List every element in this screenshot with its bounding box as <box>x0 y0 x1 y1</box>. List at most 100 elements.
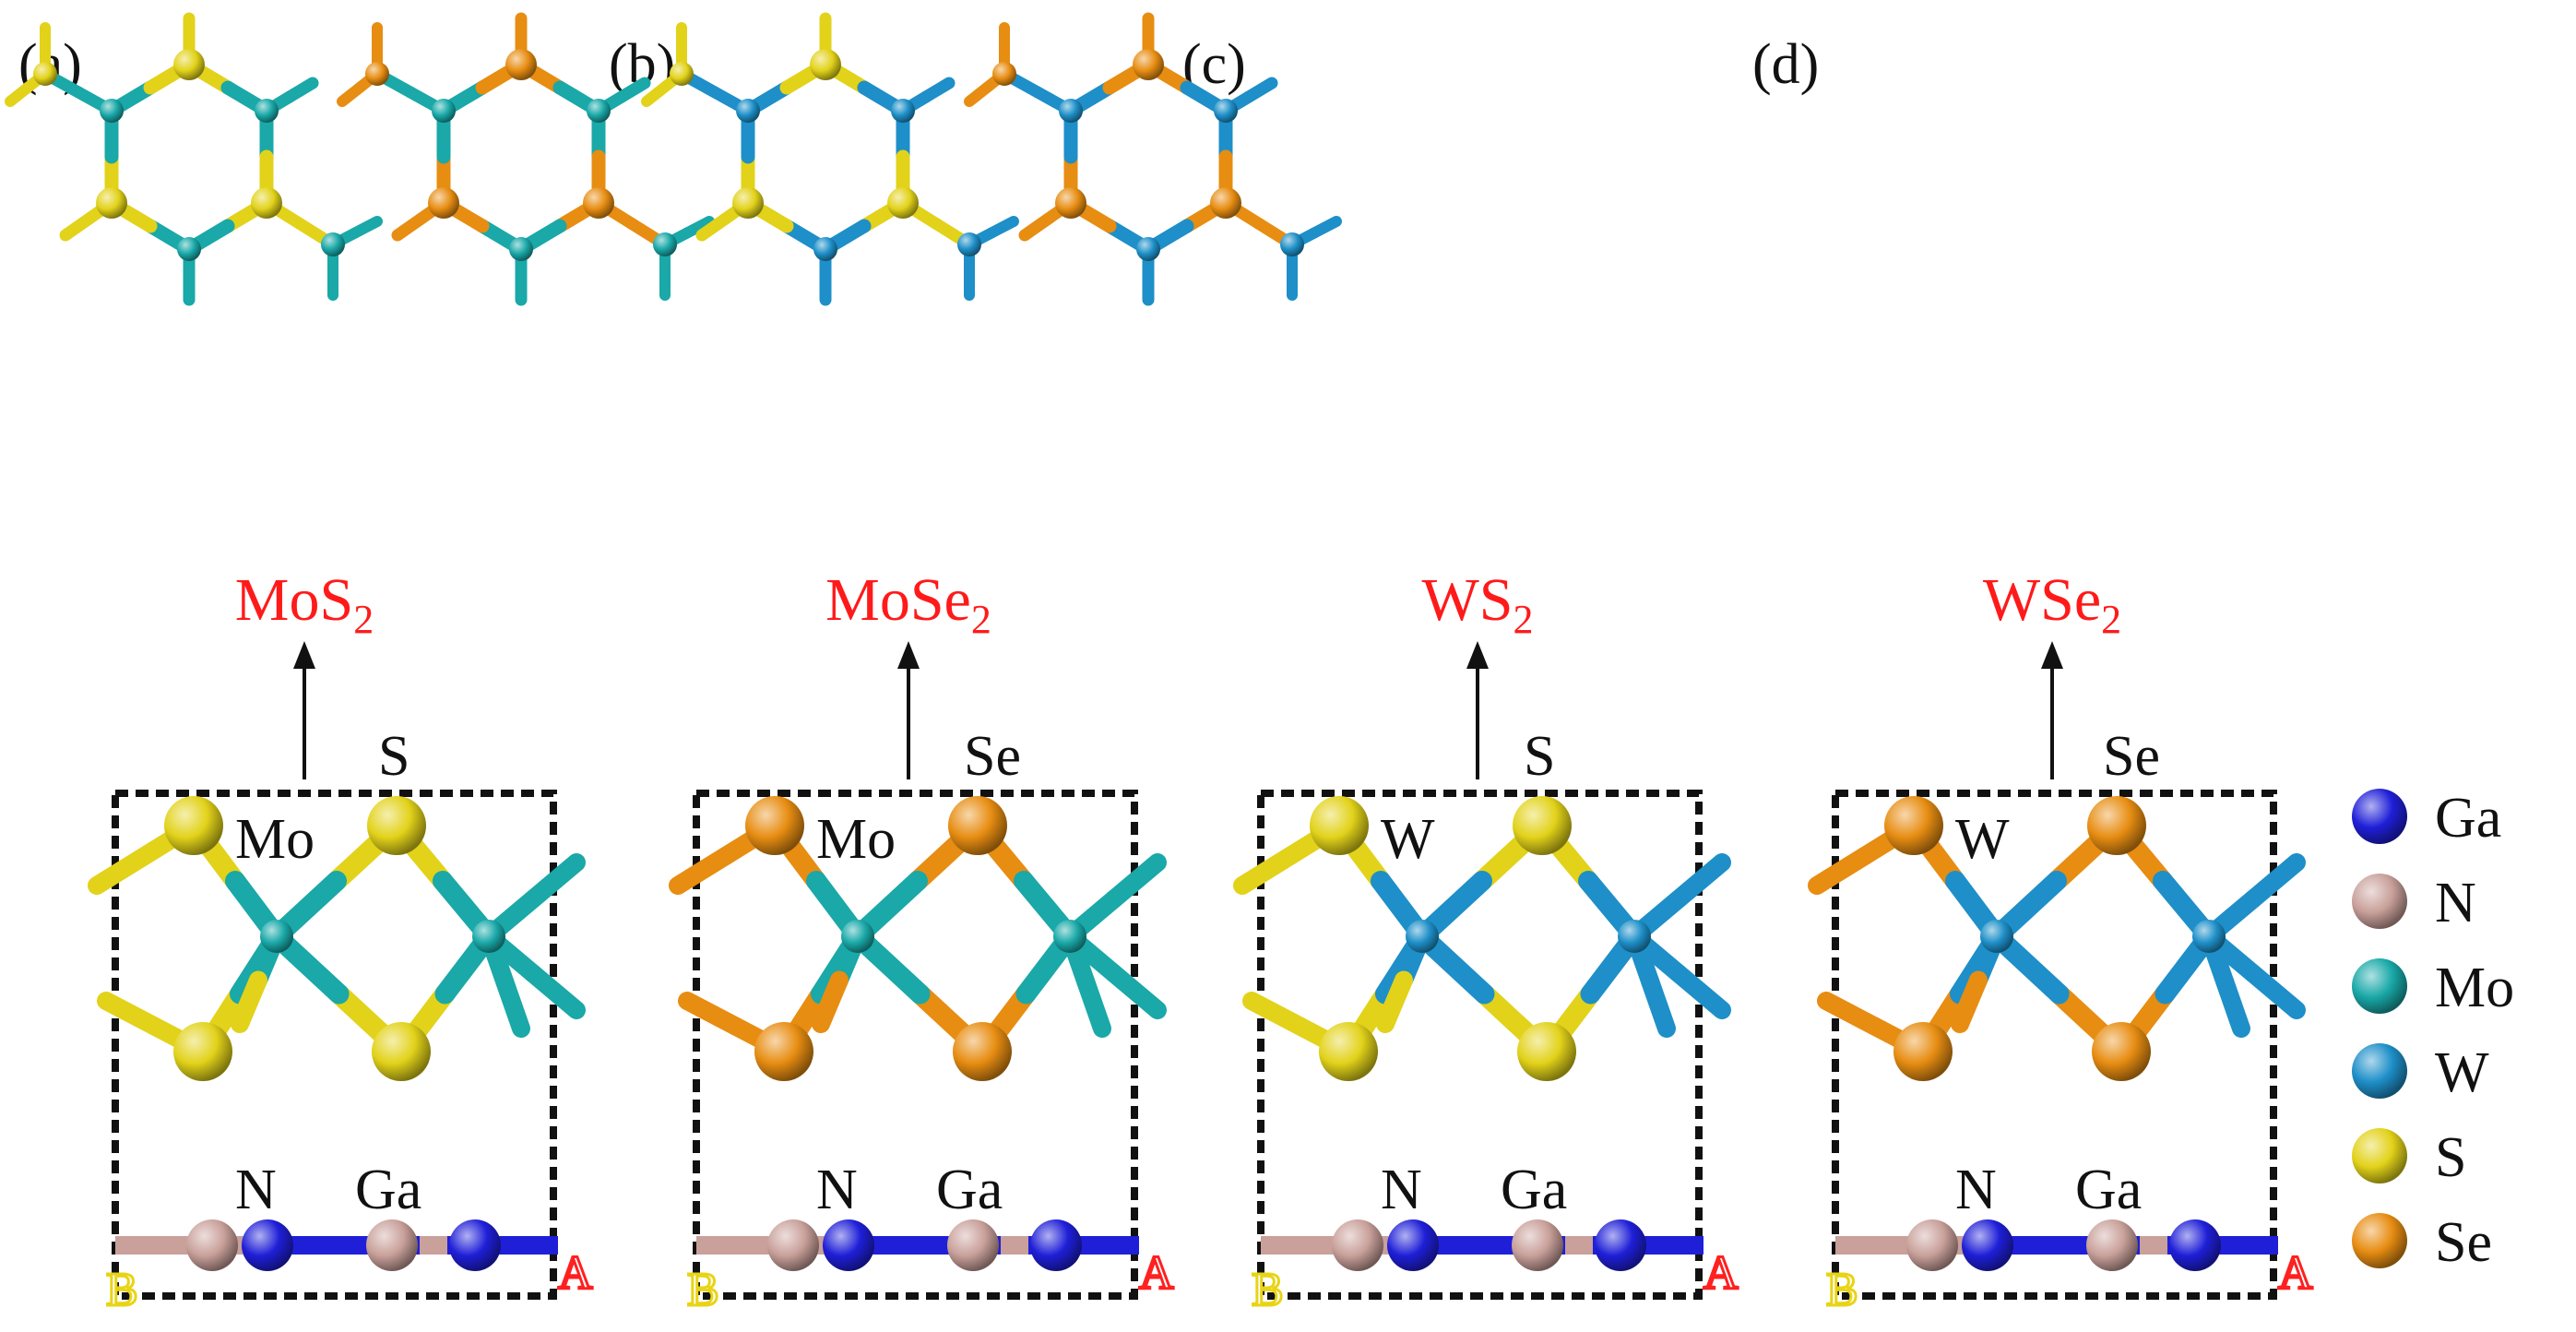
legend-swatch <box>2352 789 2407 844</box>
top-view-atom <box>732 187 764 219</box>
top-view-atom <box>177 237 201 261</box>
formula-label: WSe2 <box>1983 566 2121 642</box>
n-element-label: N <box>816 1159 858 1221</box>
metal-element-label: W <box>1955 808 2010 871</box>
chalcogen-atom <box>372 1022 431 1081</box>
unit-cell-frame <box>112 790 557 1300</box>
ga-element-label: Ga <box>1501 1159 1567 1221</box>
top-view-atom <box>1280 232 1304 256</box>
gan-layer <box>115 1219 558 1271</box>
corner-label-a: A <box>2278 1247 2313 1300</box>
nitrogen-atom <box>1906 1219 1958 1271</box>
gan-layer <box>696 1219 1139 1271</box>
chalcogen-element-label: Se <box>2103 725 2160 788</box>
legend-label: N <box>2435 872 2476 934</box>
nitrogen-atom <box>186 1219 238 1271</box>
panels: (a)MoS2MoSNGaBA(b)MoSe2MoSeNGaBA(c)WS2WS… <box>5 12 2315 1318</box>
panel-label: (d) <box>1752 33 1819 96</box>
formula-label: MoS2 <box>235 566 374 642</box>
formula-subscript: 2 <box>353 597 374 642</box>
nitrogen-atom <box>2086 1219 2138 1271</box>
corner-label-b: B <box>1252 1264 1284 1316</box>
top-view-atom <box>670 62 694 86</box>
top-view-atom <box>100 99 124 123</box>
formula-base: WS <box>1422 566 1514 634</box>
top-view-structure <box>641 12 1019 306</box>
gallium-atom <box>1030 1219 1082 1271</box>
chalcogen-element-label: Se <box>964 725 1021 788</box>
legend-item-s: S <box>2352 1126 2466 1189</box>
formula-base: MoS <box>235 566 353 634</box>
top-view-atom <box>505 49 537 80</box>
nitrogen-atom <box>366 1219 418 1271</box>
gallium-atom <box>1595 1219 1646 1271</box>
up-arrow <box>1466 641 1489 779</box>
top-view-atom <box>432 99 456 123</box>
legend-label: Mo <box>2435 957 2514 1019</box>
gan-layer <box>1261 1219 1703 1271</box>
up-arrow <box>2041 641 2063 779</box>
up-arrow <box>293 641 315 779</box>
chalcogen-atom <box>173 1022 232 1081</box>
chalcogen-atom <box>367 796 426 855</box>
n-element-label: N <box>235 1159 277 1221</box>
top-view-atom <box>1059 99 1083 123</box>
chalcogen-atom <box>1517 1022 1576 1081</box>
legend-label: S <box>2435 1126 2466 1189</box>
top-view-atom <box>736 99 760 123</box>
formula-label: WS2 <box>1422 566 1534 642</box>
formula-subscript: 2 <box>1514 597 1534 642</box>
legend-item-se: Se <box>2352 1211 2492 1274</box>
legend-swatch <box>2352 874 2407 929</box>
gan-layer <box>1835 1219 2278 1271</box>
top-view-structure <box>964 12 1342 306</box>
chalcogen-atom <box>1513 796 1572 855</box>
top-view-atom <box>583 187 614 219</box>
chalcogen-atom <box>1319 1022 1378 1081</box>
ga-element-label: Ga <box>936 1159 1003 1221</box>
legend-label: Se <box>2435 1211 2492 1274</box>
metal-atom <box>1980 920 2013 953</box>
top-view-atom <box>653 232 677 256</box>
metal-stub <box>1625 853 1731 945</box>
nitrogen-atom <box>1512 1219 1563 1271</box>
metal-atom <box>2192 920 2226 953</box>
top-view-atom <box>1055 187 1086 219</box>
chalcogen-atom <box>948 796 1007 855</box>
gallium-atom <box>823 1219 874 1271</box>
metal-stub <box>2200 853 2306 945</box>
formula-base: MoSe <box>825 566 971 634</box>
top-view-atom <box>891 99 915 123</box>
n-element-label: N <box>1381 1159 1422 1221</box>
formula-subscript: 2 <box>971 597 991 642</box>
chalcogen-atom <box>1893 1022 1953 1081</box>
metal-element-label: Mo <box>816 808 896 871</box>
gallium-atom <box>1387 1219 1439 1271</box>
legend-label: Ga <box>2435 787 2501 850</box>
metal-atom <box>1406 920 1439 953</box>
legend-swatch <box>2352 958 2407 1014</box>
unit-cell-frame <box>1832 790 2277 1300</box>
chalcogen-element-label: S <box>1524 725 1555 788</box>
top-view-atom <box>255 99 279 123</box>
gallium-atom <box>449 1219 501 1271</box>
top-view-atom <box>813 237 837 261</box>
corner-label-a: A <box>1139 1247 1174 1300</box>
metal-atom <box>841 920 874 953</box>
legend-item-mo: Mo <box>2352 957 2514 1019</box>
chalcogen-atom <box>1884 796 1943 855</box>
metal-stub <box>1061 853 1167 945</box>
ga-element-label: Ga <box>355 1159 421 1221</box>
legend-swatch <box>2352 1043 2407 1099</box>
legend-swatch <box>2352 1213 2407 1268</box>
unit-cell-frame <box>1257 790 1703 1300</box>
corner-label-b: B <box>687 1264 719 1316</box>
top-view-atom <box>887 187 919 219</box>
top-view-atom <box>587 99 611 123</box>
